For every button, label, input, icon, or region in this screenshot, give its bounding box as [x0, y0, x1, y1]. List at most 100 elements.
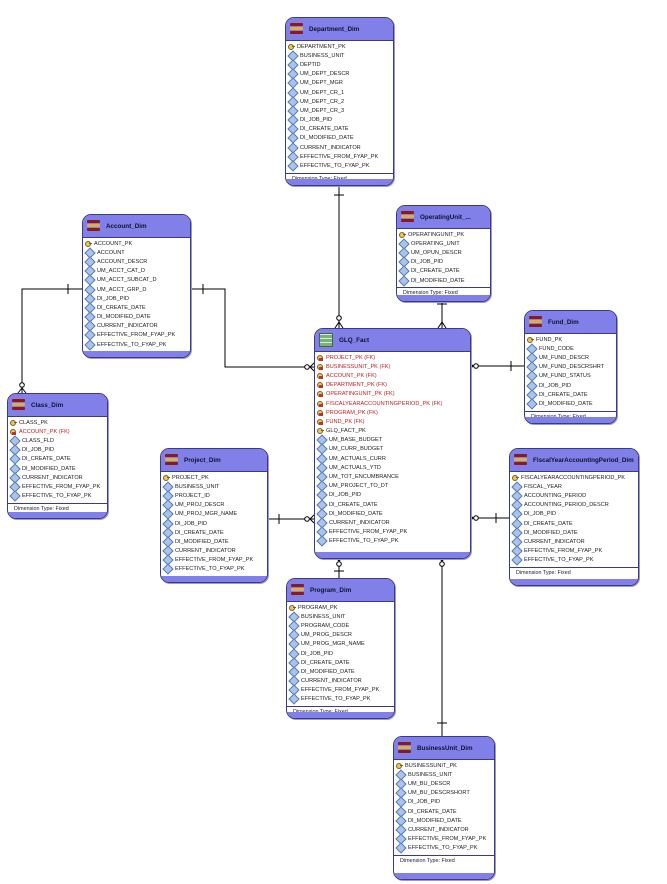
attribute-row[interactable]: DI_CREATE_DATE — [398, 265, 490, 278]
entity-header[interactable]: Account_Dim — [83, 215, 190, 238]
attribute-row[interactable]: CURRENT_INDICATOR — [511, 536, 638, 548]
attribute-row[interactable]: UM_DEPT_CR_2 — [287, 96, 393, 108]
attribute-row[interactable]: UM_ACTUALS_CURR — [316, 452, 470, 465]
attribute-row[interactable]: UM_DEPT_CR_1 — [287, 86, 393, 99]
attribute-row[interactable]: EFFECTIVE_TO_FYAP_PK — [84, 338, 190, 351]
attribute-row[interactable]: DI_JOB_PID — [162, 517, 267, 530]
primary-key-row[interactable]: GLQ_FACT_PK — [317, 427, 470, 436]
attribute-row[interactable]: UM_FUND_DESCR — [526, 352, 616, 364]
primary-key-row[interactable]: DEPARTMENT_PK — [288, 42, 393, 51]
attribute-row[interactable]: UM_PROJECT_TO_DT — [316, 480, 470, 492]
primary-key-row[interactable]: FISCALYEARACCOUNTINGPERIOD_PK — [512, 473, 638, 482]
primary-key-row[interactable]: PROGRAM_PK — [289, 603, 394, 612]
foreign-key-row[interactable]: PROGRAM_PK (FK) — [317, 408, 470, 417]
attribute-row[interactable]: DI_JOB_PID — [288, 647, 394, 660]
attribute-row[interactable]: BUSINESS_UNIT — [162, 481, 267, 493]
attribute-row[interactable]: FUND_CODE — [526, 343, 616, 355]
attribute-row[interactable]: DI_JOB_PID — [9, 444, 107, 456]
attribute-row[interactable]: ACCOUNT — [84, 247, 190, 259]
attribute-row[interactable]: UM_ACCT_SUBCAT_D — [84, 274, 190, 287]
attribute-row[interactable]: PROGRAM_CODE — [288, 620, 394, 632]
attribute-row[interactable]: DI_MODIFIED_DATE — [9, 462, 107, 475]
attribute-row[interactable]: ACCOUNT_DESCR — [84, 256, 190, 268]
attribute-row[interactable]: UM_TOT_ENCUMBRANCE — [316, 471, 470, 483]
attribute-row[interactable]: OPERATING_UNIT — [398, 238, 490, 250]
attribute-row[interactable]: CURRENT_INDICATOR — [288, 675, 394, 687]
attribute-row[interactable]: DI_MODIFIED_DATE — [84, 311, 190, 323]
attribute-row[interactable]: DI_JOB_PID — [395, 796, 494, 809]
attribute-row[interactable]: DI_MODIFIED_DATE — [526, 398, 616, 410]
primary-key-row[interactable]: OPERATINGUNIT_PK — [399, 230, 490, 239]
attribute-row[interactable]: UM_DEPT_DESCR — [287, 68, 393, 80]
attribute-row[interactable]: UM_PROJ_MGR_NAME — [162, 508, 267, 521]
attribute-row[interactable]: UM_FUND_STATUS — [526, 370, 616, 383]
attribute-row[interactable]: DI_MODIFIED_DATE — [316, 508, 470, 520]
foreign-key-row[interactable]: DEPARTMENT_PK (FK) — [317, 381, 470, 390]
attribute-row[interactable]: DI_MODIFIED_DATE — [287, 132, 393, 145]
attribute-row[interactable]: CLASS_FLD — [9, 435, 107, 447]
attribute-row[interactable]: CURRENT_INDICATOR — [287, 141, 393, 154]
attribute-row[interactable]: DI_CREATE_DATE — [511, 517, 638, 530]
attribute-row[interactable]: PROJECT_ID — [162, 490, 267, 502]
foreign-key-row[interactable]: FUND_PK (FK) — [317, 417, 470, 426]
attribute-row[interactable]: UM_DEPT_MGR — [287, 77, 393, 90]
attribute-row[interactable]: DI_MODIFIED_DATE — [511, 527, 638, 539]
attribute-row[interactable]: EFFECTIVE_FROM_FYAP_PK — [288, 684, 394, 696]
attribute-row[interactable]: DI_CREATE_DATE — [84, 302, 190, 314]
attribute-row[interactable]: UM_OPUN_DESCR — [398, 247, 490, 259]
attribute-row[interactable]: UM_DEPT_CR_3 — [287, 105, 393, 117]
attribute-row[interactable]: CURRENT_INDICATOR — [162, 545, 267, 557]
attribute-row[interactable]: EFFECTIVE_FROM_FYAP_PK — [511, 545, 638, 557]
attribute-row[interactable]: DEPTID — [287, 59, 393, 71]
attribute-row[interactable]: CURRENT_INDICATOR — [9, 472, 107, 484]
attribute-row[interactable]: BUSINESS_UNIT — [288, 611, 394, 623]
attribute-row[interactable]: EFFECTIVE_FROM_FYAP_PK — [9, 481, 107, 493]
attribute-row[interactable]: DI_JOB_PID — [511, 508, 638, 521]
foreign-key-row[interactable]: ACCOUNT_PK (FK) — [317, 371, 470, 380]
attribute-row[interactable]: EFFECTIVE_FROM_FYAP_PK — [84, 329, 190, 342]
attribute-row[interactable]: UM_ACCT_CAT_D — [84, 265, 190, 277]
attribute-row[interactable]: EFFECTIVE_TO_FYAP_PK — [511, 554, 638, 566]
entity-header[interactable]: GLQ_Fact — [315, 329, 470, 352]
attribute-row[interactable]: BUSINESS_UNIT — [287, 50, 393, 62]
attribute-row[interactable]: ACCOUNTING_PERIOD_DESCR — [511, 499, 638, 511]
attribute-row[interactable]: DI_JOB_PID — [316, 489, 470, 502]
entity-header[interactable]: FiscalYearAccountingPeriod_Dim — [510, 449, 638, 472]
entity-header[interactable]: Class_Dim — [8, 394, 107, 417]
foreign-key-row[interactable]: FISCALYEARACCOUNTINGPERIOD_PK (FK) — [317, 399, 470, 408]
attribute-row[interactable]: EFFECTIVE_TO_FYAP_PK — [9, 490, 107, 502]
attribute-row[interactable]: DI_JOB_PID — [526, 379, 616, 392]
primary-key-row[interactable]: CLASS_PK — [10, 418, 107, 427]
attribute-row[interactable]: DI_MODIFIED_DATE — [398, 274, 490, 287]
attribute-row[interactable]: DI_CREATE_DATE — [288, 657, 394, 669]
attribute-row[interactable]: DI_JOB_PID — [398, 256, 490, 268]
attribute-row[interactable]: EFFECTIVE_TO_FYAP_PK — [288, 693, 394, 706]
entity-header[interactable]: Project_Dim — [161, 449, 267, 472]
attribute-row[interactable]: UM_FUND_DESCRSHRT — [526, 361, 616, 373]
attribute-row[interactable]: EFFECTIVE_FROM_FYAP_PK — [287, 151, 393, 163]
attribute-row[interactable]: DI_JOB_PID — [287, 114, 393, 126]
attribute-row[interactable]: BUSINESS_UNIT — [395, 769, 494, 781]
attribute-row[interactable]: CURRENT_INDICATOR — [395, 824, 494, 836]
attribute-row[interactable]: ACCOUNTING_PERIOD — [511, 490, 638, 502]
attribute-row[interactable]: EFFECTIVE_FROM_FYAP_PK — [162, 554, 267, 566]
primary-key-row[interactable]: ACCOUNT_PK — [85, 239, 190, 248]
entity-header[interactable]: OperatingUnit_... — [397, 206, 490, 229]
foreign-key-row[interactable]: BUSINESSUNIT_PK (FK) — [317, 362, 470, 371]
attribute-row[interactable]: UM_BU_DESCRSHORT — [395, 787, 494, 799]
primary-key-row[interactable]: BUSINESSUNIT_PK — [396, 761, 494, 770]
attribute-row[interactable]: UM_BU_DESCR — [395, 778, 494, 790]
attribute-row[interactable]: DI_CREATE_DATE — [395, 805, 494, 818]
attribute-row[interactable]: CURRENT_INDICATOR — [316, 517, 470, 529]
attribute-row[interactable]: EFFECTIVE_FROM_FYAP_PK — [395, 833, 494, 845]
primary-key-row[interactable]: FUND_PK — [527, 335, 616, 344]
attribute-row[interactable]: FISCAL_YEAR — [511, 481, 638, 493]
attribute-row[interactable]: DI_CREATE_DATE — [526, 389, 616, 401]
